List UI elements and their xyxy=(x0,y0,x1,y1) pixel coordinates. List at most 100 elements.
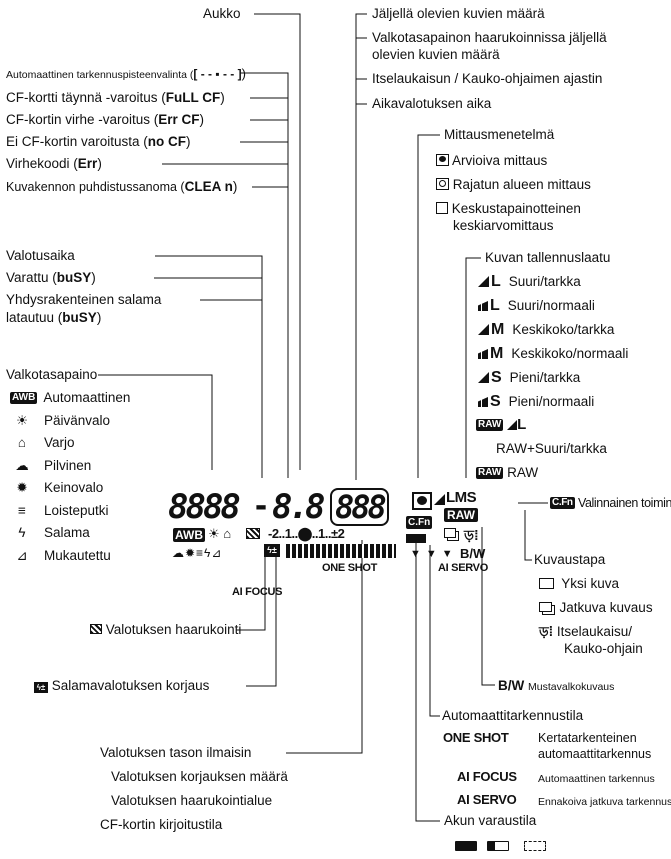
wb-item-custom: ⊿ Mukautettu xyxy=(10,547,111,564)
af-point-selection-label: Automaattinen tarkennuspisteenvalinta ([… xyxy=(6,66,246,81)
fine-icon xyxy=(478,324,489,335)
lcd-ai-servo: AI SERVO xyxy=(438,562,488,574)
lcd-shutter-digits: 8888 xyxy=(168,487,241,527)
battery-full-icon xyxy=(455,841,477,851)
quality-raw-l-item: RAW L xyxy=(476,416,527,433)
ai-focus-desc: Automaattinen tarkennus xyxy=(538,773,655,785)
self-timer-label: Itselaukaisun / Kauko-ohjaimen ajastin xyxy=(372,71,603,86)
flash-comp-item: ϟ± Salamavalotuksen korjaus xyxy=(34,678,209,694)
lcd-battery-icon xyxy=(406,534,426,543)
partial-metering-item: Rajatun alueen mittaus xyxy=(436,177,591,193)
drive-continuous-item: Jatkuva kuvaus xyxy=(539,600,653,616)
lcd-aperture-digits: 8.8 xyxy=(272,487,325,527)
wb-item-cloudy: ☁ Pilvinen xyxy=(10,458,91,474)
wb-cloudy-icon: ☁ xyxy=(15,457,29,473)
center-weighted-metering-icon xyxy=(436,202,448,214)
lcd-lms: LMS xyxy=(446,489,477,506)
exposure-comp-amount-label: Valotuksen korjauksen määrä xyxy=(111,769,288,784)
one-shot-code: ONE SHOT xyxy=(443,730,509,745)
ai-servo-code: AI SERVO xyxy=(457,792,517,807)
lcd-wb-icons-top: ☀ ⌂ xyxy=(208,526,232,541)
wb-flash-icon: ϟ xyxy=(18,525,26,540)
quality-raw-l-label: RAW+Suuri/tarkka xyxy=(496,441,607,456)
busy-label: Varattu (buSY) xyxy=(6,270,96,285)
one-shot-desc: Kertatarkenteinen xyxy=(538,731,637,745)
quality-raw-item: RAW RAW xyxy=(476,465,539,480)
lcd-shots-digits: 888 xyxy=(330,488,389,526)
wb-bracket-remaining-label-2: olevien kuvien määrä xyxy=(372,47,500,62)
wb-cloudy-label: Pilvinen xyxy=(44,457,92,473)
wb-custom-icon: ⊿ xyxy=(16,547,28,563)
error-code-label: Virhekoodi (Err) xyxy=(6,156,102,171)
quality-label: Suuri/tarkka xyxy=(508,274,581,289)
quality-label: Pieni/tarkka xyxy=(509,370,581,385)
wb-item-fluorescent: ≡ Loisteputki xyxy=(10,503,109,519)
flash-charging-label-2: latautuu (buSY) xyxy=(6,310,102,325)
wb-fluorescent-label: Loisteputki xyxy=(44,502,109,518)
drive-selftimer-item: ড়⁞ Itselaukaisu/ xyxy=(539,624,632,639)
lcd-continuous-icon xyxy=(444,528,456,538)
wb-tungsten-label: Keinovalo xyxy=(44,480,104,495)
lcd-awb-badge: AWB xyxy=(173,528,205,542)
quality-size-symbol: L xyxy=(491,273,501,290)
quality-size-symbol: S xyxy=(490,393,501,410)
lcd-cfn-badge: C.Fn xyxy=(406,516,433,529)
ai-focus-code: AI FOCUS xyxy=(457,769,517,784)
raw-badge: RAW xyxy=(476,467,504,480)
metering-title: Mittausmenetelmä xyxy=(444,127,555,142)
lcd-level-bars xyxy=(286,544,396,558)
center-weighted-metering-item-2: keskiarvomittaus xyxy=(453,218,554,233)
normal-icon xyxy=(478,301,488,311)
quality-size-symbol: M xyxy=(490,345,504,362)
sensor-clean-label: Kuvakennon puhdistussanoma (CLEA n) xyxy=(6,179,238,194)
one-shot-desc-2: automaattitarkennus xyxy=(538,747,652,761)
wb-tungsten-icon: ✹ xyxy=(16,480,28,495)
lcd-selftimer-icon: ড়⁞ xyxy=(464,527,479,543)
quality-title: Kuvan tallennuslaatu xyxy=(485,250,611,265)
quality-label: Suuri/normaali xyxy=(507,298,595,313)
drive-mode-title: Kuvaustapa xyxy=(534,552,606,567)
fine-icon xyxy=(478,276,489,287)
wb-shade-icon: ⌂ xyxy=(17,435,27,450)
lcd-af-arrows: ▼▼▼ xyxy=(410,548,458,560)
normal-icon xyxy=(478,397,488,407)
battery-label: Akun varaustila xyxy=(444,813,537,828)
cf-error-label: CF-kortin virhe -varoitus (Err CF) xyxy=(6,112,205,127)
exposure-level-label: Valotuksen tason ilmaisin xyxy=(100,745,252,760)
flash-comp-icon: ϟ± xyxy=(34,682,48,693)
lcd-dash: - xyxy=(252,489,271,524)
white-balance-title: Valkotasapaino xyxy=(6,367,98,382)
battery-icons xyxy=(455,838,546,856)
wb-daylight-label: Päivänvalo xyxy=(44,412,111,428)
lcd-ai-focus: AI FOCUS xyxy=(232,586,283,598)
lcd-flash-comp-icon: ϟ± xyxy=(264,544,280,557)
wb-item-tungsten: ✹ Keinovalo xyxy=(10,480,103,496)
fine-icon xyxy=(478,372,489,383)
wb-auto-label: Automaattinen xyxy=(43,390,131,405)
cfn-badge: C.Fn xyxy=(550,497,575,510)
lcd-one-shot: ONE SHOT xyxy=(322,562,378,574)
evaluative-metering-item: Arvioiva mittaus xyxy=(436,153,547,169)
lcd-wb-icons-bottom: ☁✹≡ϟ⊿ xyxy=(172,546,223,560)
quality-label: Keskikoko/tarkka xyxy=(512,322,615,337)
quality-label: Pieni/normaali xyxy=(508,394,595,409)
shutter-speed-label: Valotusaika xyxy=(6,248,75,263)
wb-custom-label: Mukautettu xyxy=(44,547,111,563)
bracketing-item: Valotuksen haarukointi xyxy=(90,622,241,638)
wb-daylight-icon: ☀ xyxy=(15,412,29,428)
single-shot-icon xyxy=(539,578,554,589)
wb-fluorescent-icon: ≡ xyxy=(18,502,26,518)
partial-metering-icon xyxy=(436,178,449,190)
cf-write-status-label: CF-kortin kirjoitustila xyxy=(100,817,223,832)
fine-icon xyxy=(507,420,518,430)
lcd-metering-icon xyxy=(412,492,432,510)
cf-full-label: CF-kortti täynnä -varoitus (FuLL CF) xyxy=(6,90,225,105)
wb-item-shade: ⌂Varjo xyxy=(10,435,75,451)
drive-single-item: Yksi kuva xyxy=(539,576,619,592)
bulb-time-label: Aikavalotuksen aika xyxy=(372,96,492,111)
raw-badge: RAW xyxy=(476,419,504,432)
lcd-raw-badge: RAW xyxy=(444,508,478,522)
